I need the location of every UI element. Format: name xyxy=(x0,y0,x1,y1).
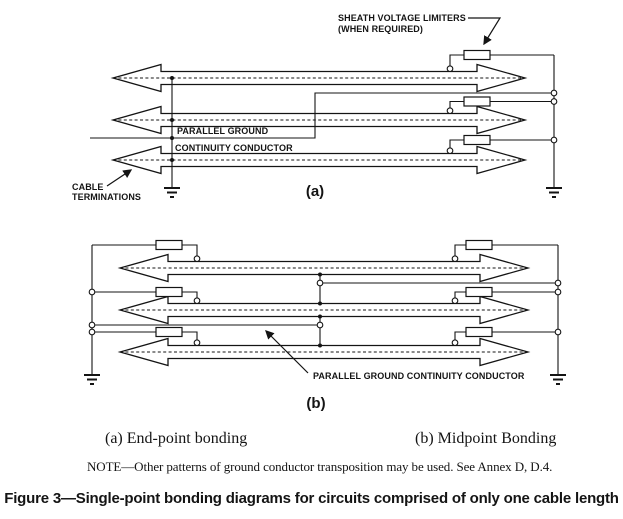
ground-symbol xyxy=(163,187,181,198)
midpoint-terminal xyxy=(316,321,324,329)
bus-terminal xyxy=(554,328,562,336)
diagram-b: PARALLEL GROUND CONTINUITY CONDUCTOR (b) xyxy=(83,239,567,412)
svl-label-line1: SHEATH VOLTAGE LIMITERS xyxy=(338,13,466,23)
bond-junction-dot xyxy=(318,301,322,306)
sheath-voltage-limiter-unit xyxy=(92,286,201,305)
diagram-b-tag: (b) xyxy=(306,395,325,412)
sheath-terminal xyxy=(193,297,201,305)
sheath-terminal xyxy=(446,147,454,155)
sheath-terminal xyxy=(451,255,459,263)
bus-terminal xyxy=(554,288,562,296)
diagram-a: SHEATH VOLTAGE LIMITERS (WHEN REQUIRED) … xyxy=(72,13,563,202)
svl-resistor xyxy=(155,239,183,251)
caption-a: (a) End-point bonding xyxy=(105,430,248,447)
sheath-voltage-limiter-unit xyxy=(446,134,554,155)
diagram-a-tag: (a) xyxy=(306,183,324,200)
sheath-terminal xyxy=(446,107,454,115)
bus-terminal xyxy=(88,321,96,329)
bus-terminal xyxy=(88,328,96,336)
sheath-terminal xyxy=(446,65,454,73)
bus-terminal xyxy=(550,89,558,97)
svl-label-line2: (WHEN REQUIRED) xyxy=(338,24,423,34)
cable-terminations-label-line2: TERMINATIONS xyxy=(72,192,141,202)
bus-terminal xyxy=(550,98,558,105)
bond-junction-dot xyxy=(170,76,174,80)
svl-resistor xyxy=(463,49,491,61)
ground-symbol xyxy=(545,187,563,198)
bonding-diagram-canvas: SHEATH VOLTAGE LIMITERS (WHEN REQUIRED) … xyxy=(72,13,567,412)
sheath-terminal xyxy=(451,339,459,347)
figure-caption: Figure 3—Single-point bonding diagrams f… xyxy=(4,490,619,507)
sheath-voltage-limiter-unit xyxy=(451,239,558,263)
svl-resistor xyxy=(465,286,493,298)
svl-resistor xyxy=(463,134,491,146)
ground-symbol xyxy=(83,374,101,385)
svl-resistor xyxy=(155,326,183,338)
svl-resistor xyxy=(463,96,491,107)
parallel-ground-conductor xyxy=(90,92,554,139)
sheath-voltage-limiter-unit xyxy=(451,286,558,305)
bus-terminal xyxy=(554,279,562,287)
note-text: NOTE—Other patterns of ground conductor … xyxy=(87,459,553,474)
bond-junction-dot xyxy=(318,343,322,348)
bond-junction-dot xyxy=(318,272,322,277)
svl-resistor xyxy=(155,286,183,298)
bus-terminal xyxy=(88,288,96,296)
pgcc-leader-arrow xyxy=(265,330,309,374)
bond-junction-dot xyxy=(170,158,174,162)
ground-symbol xyxy=(549,374,567,385)
cable-terminations-label-line1: CABLE xyxy=(72,182,104,192)
svl-resistor xyxy=(465,239,493,251)
svl-leader-arrow xyxy=(468,17,502,46)
bond-junction-dot xyxy=(170,118,174,122)
pgcc-label: PARALLEL GROUND CONTINUITY CONDUCTOR xyxy=(313,371,525,381)
terminations-leader-arrow xyxy=(106,169,133,187)
sheath-voltage-limiter-unit xyxy=(92,239,201,263)
sheath-voltage-limiter-unit xyxy=(446,49,554,73)
pgcc-label-line2: CONTINUITY CONDUCTOR xyxy=(175,143,293,153)
sheath-terminal xyxy=(451,297,459,305)
bus-terminal xyxy=(550,136,558,144)
sheath-voltage-limiter-unit xyxy=(92,326,201,347)
pgcc-label-line1: PARALLEL GROUND xyxy=(177,126,269,136)
midpoint-terminal xyxy=(316,279,324,287)
sheath-voltage-limiter-unit xyxy=(446,96,554,115)
sheath-terminal xyxy=(193,339,201,347)
sheath-voltage-limiter-unit xyxy=(451,326,558,347)
svl-resistor xyxy=(465,326,493,338)
bond-junction-dot xyxy=(318,314,322,319)
sheath-terminal xyxy=(193,255,201,263)
caption-b: (b) Midpoint Bonding xyxy=(415,430,557,447)
